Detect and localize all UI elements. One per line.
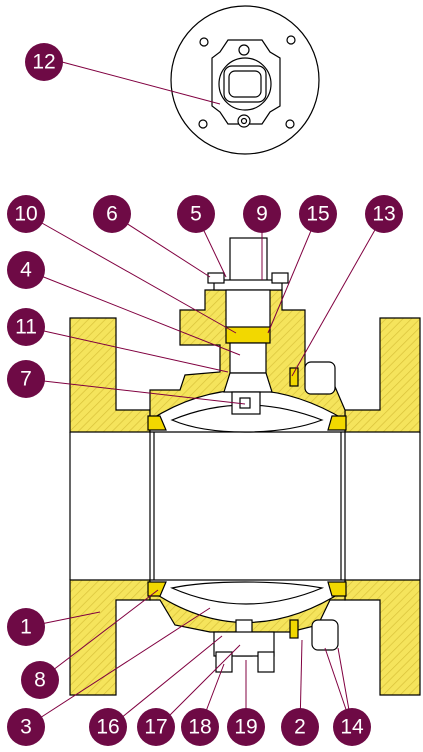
trunnion-bolt [257,651,275,673]
callout-7: 7 [7,360,45,398]
callout-4: 4 [7,251,45,289]
callout-2: 2 [281,708,319,746]
svg-text:12: 12 [32,51,55,74]
callout-6: 6 [93,195,131,233]
bolt-hole [285,119,295,129]
svg-text:2: 2 [294,716,306,739]
svg-text:8: 8 [34,669,46,692]
valve-body-section [69,237,421,696]
svg-text:7: 7 [20,368,32,391]
bolt-hole [286,35,296,45]
key-pin [239,397,251,409]
callout-5: 5 [177,195,215,233]
body-nut [311,619,339,651]
callout-3: 3 [7,708,45,746]
callout-15: 15 [299,195,337,233]
leader-7 [25,378,246,405]
leader-15 [267,213,319,334]
flange-bolt-inner [240,117,248,125]
left-flange-bottom [69,579,151,696]
svg-text:5: 5 [190,203,202,226]
stem-lower [229,342,267,374]
stem-inner [228,70,262,98]
leader-4 [25,269,241,356]
seat-ring [327,415,347,431]
packing [225,326,271,344]
stem-top [229,237,268,284]
bolt-hole [199,37,209,47]
body-gasket [289,367,299,387]
callout-11: 11 [7,308,45,346]
svg-text:10: 10 [14,203,37,226]
leader-3 [25,607,211,728]
seat-ring [147,581,167,597]
stem-shoulder [223,372,273,393]
svg-text:16: 16 [96,716,119,739]
callout-14: 14 [333,708,371,746]
svg-text:17: 17 [144,716,167,739]
callout-19: 19 [227,708,265,746]
callout-17: 17 [137,708,175,746]
callout-8: 8 [21,661,59,699]
svg-text:3: 3 [20,716,32,739]
leader-12 [61,61,221,105]
leader-10 [25,213,237,334]
callout-13: 13 [365,195,403,233]
leader-13 [291,213,385,377]
callout-10: 10 [7,195,45,233]
right-flange-bottom [344,579,421,696]
callout-9: 9 [243,195,281,233]
callout-12: 12 [25,43,63,81]
svg-text:15: 15 [306,203,329,226]
leader-17 [157,644,241,728]
svg-text:6: 6 [106,203,118,226]
svg-text:4: 4 [20,259,32,282]
ball-upper-cap [170,404,324,433]
gland-bolt [207,272,225,284]
seat-ring [327,581,347,597]
leader-11 [25,326,229,373]
bolt-hole [198,119,208,129]
leader-8 [39,589,159,681]
svg-text:9: 9 [256,203,268,226]
svg-text:11: 11 [15,316,37,339]
svg-text:18: 18 [188,716,211,739]
gland-bolt [271,272,289,284]
svg-text:13: 13 [372,203,395,226]
body-gasket [289,619,299,639]
seat-ring [147,415,167,431]
ball-lower-cap [170,581,325,605]
svg-text:1: 1 [20,616,32,639]
svg-text:14: 14 [340,716,364,739]
flange-bolt [238,44,250,56]
callout-16: 16 [89,708,127,746]
right-flange-top [344,317,421,433]
left-flange-top [69,317,151,433]
callout-18: 18 [181,708,219,746]
callout-1: 1 [7,608,45,646]
stem-upper [225,289,271,331]
leader-16 [109,635,223,728]
top-view [170,5,320,155]
svg-text:19: 19 [234,716,257,739]
body-nut [304,361,336,395]
callout-bubbles: 12 10 6 5 9 15 13 4 11 7 1 8 3 16 17 18 … [7,43,403,746]
leader-6 [111,213,211,278]
